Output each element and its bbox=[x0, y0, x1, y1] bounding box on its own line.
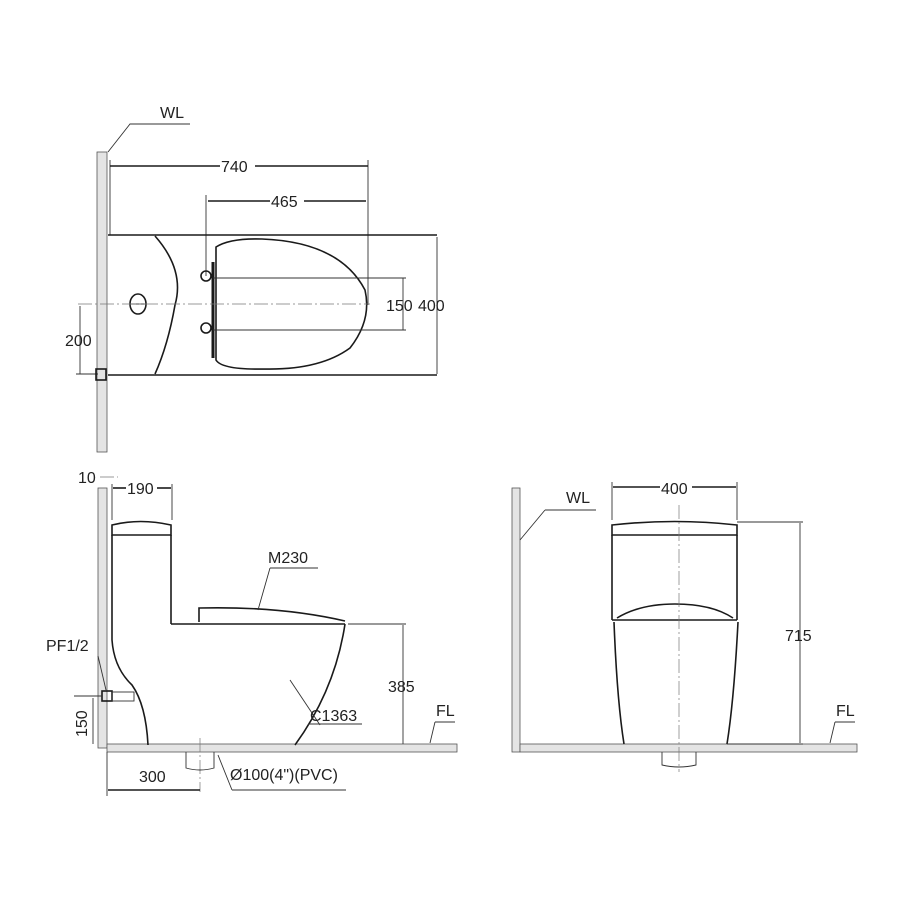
dim-400-width: 400 bbox=[418, 298, 445, 315]
bowl-model: C1363 bbox=[310, 708, 357, 725]
front-seat-lid bbox=[616, 603, 734, 619]
bowl-front-profile bbox=[294, 623, 346, 746]
side-floor-label: FL bbox=[436, 703, 455, 720]
dim-10: 10 bbox=[78, 470, 96, 487]
drain-label: Ø100(4")(PVC) bbox=[230, 767, 338, 784]
seat-model: M230 bbox=[268, 550, 308, 567]
side-wall bbox=[97, 487, 108, 749]
hinge-icon bbox=[200, 270, 212, 282]
bowl-back-profile bbox=[111, 535, 149, 746]
tank-lid bbox=[111, 520, 172, 536]
top-view: WL 740 465 150 400 200 bbox=[65, 105, 445, 453]
supply-valve-icon bbox=[95, 368, 107, 381]
side-view: 10 190 C1363 M230 PF1/2 150 385 FL bbox=[46, 470, 458, 796]
top-wl-label: WL bbox=[160, 105, 184, 122]
dim-465: 465 bbox=[271, 194, 298, 211]
supply-label: PF1/2 bbox=[46, 638, 89, 655]
dim-385: 385 bbox=[388, 679, 415, 696]
front-view: WL 400 715 FL bbox=[511, 481, 858, 772]
dim-200: 200 bbox=[65, 333, 92, 350]
front-floor-label: FL bbox=[836, 703, 855, 720]
tank-outline bbox=[154, 235, 179, 375]
top-wl-leader bbox=[107, 123, 190, 153]
hinge-icon bbox=[200, 322, 212, 334]
dim-300: 300 bbox=[139, 769, 166, 786]
front-dim-400: 400 bbox=[661, 481, 688, 498]
seat-lid bbox=[198, 606, 346, 622]
dim-150-supply: 150 bbox=[74, 710, 91, 737]
front-floor bbox=[519, 743, 858, 753]
front-wall bbox=[511, 487, 521, 753]
side-floor bbox=[106, 743, 458, 753]
front-dim-715: 715 bbox=[785, 628, 812, 645]
dim-190: 190 bbox=[127, 481, 154, 498]
dim-740: 740 bbox=[221, 159, 248, 176]
seat-outline bbox=[215, 238, 368, 370]
front-wl-label: WL bbox=[566, 490, 590, 507]
front-tank-lid bbox=[611, 520, 738, 536]
dim-150-hinge: 150 bbox=[386, 298, 413, 315]
top-wall bbox=[96, 151, 108, 453]
